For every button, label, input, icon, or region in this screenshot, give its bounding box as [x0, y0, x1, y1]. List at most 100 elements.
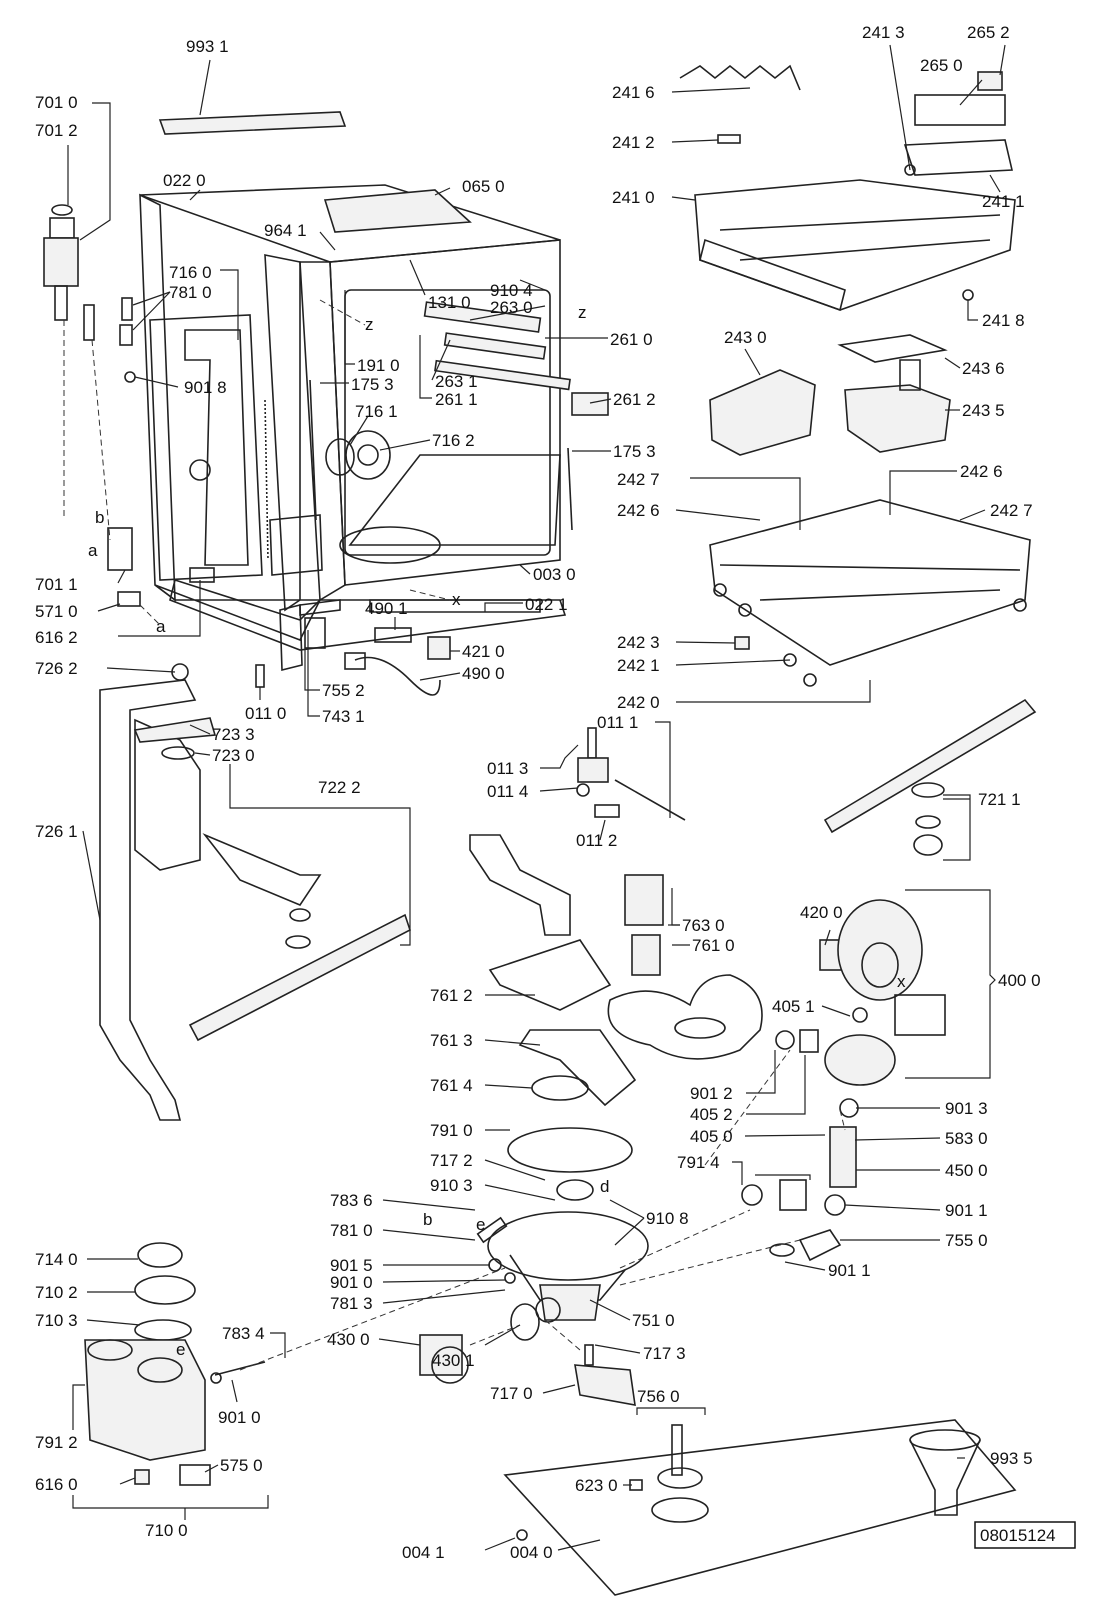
- label-791-2: 791 2: [35, 1433, 78, 1452]
- label-716-2: 716 2: [432, 431, 475, 450]
- label-901-3: 901 3: [945, 1099, 988, 1118]
- label-763-0: 763 0: [682, 916, 725, 935]
- water-conduit-726: [99, 663, 201, 1121]
- letter-x-1: x: [452, 590, 461, 609]
- label-721-1: 721 1: [978, 790, 1021, 809]
- label-710-0: 710 0: [145, 1521, 188, 1540]
- label-761-3: 761 3: [430, 1031, 473, 1050]
- label-901-8: 901 8: [184, 378, 227, 397]
- letter-a-1: a: [88, 541, 98, 560]
- label-241-8: 241 8: [982, 311, 1025, 330]
- label-717-3: 717 3: [643, 1344, 686, 1363]
- door-spring-bracket: [576, 727, 686, 821]
- label-011-3: 011 3: [487, 759, 528, 778]
- label-716-1: 716 1: [355, 402, 398, 421]
- label-004-0: 004 0: [510, 1543, 553, 1562]
- label-022-1: 022 1: [525, 595, 568, 614]
- heater-and-sensor: [419, 1303, 636, 1406]
- label-241-3: 241 3: [862, 23, 905, 42]
- cutlery-basket-243: [709, 334, 951, 456]
- label-242-1: 242 1: [617, 656, 660, 675]
- circulation-pump: [741, 899, 946, 1262]
- leader-lines: [67, 44, 1006, 1551]
- label-723-0: 723 0: [212, 746, 255, 765]
- label-263-0: 263 0: [490, 298, 533, 317]
- label-710-3: 710 3: [35, 1311, 78, 1330]
- label-701-2: 701 2: [35, 121, 78, 140]
- label-701-0: 701 0: [35, 93, 78, 112]
- label-993-1: 993 1: [186, 37, 229, 56]
- label-901-1-a: 901 1: [945, 1201, 988, 1220]
- upper-basket: [679, 64, 1016, 312]
- letter-b-1: b: [95, 508, 104, 527]
- label-993-5: 993 5: [990, 1449, 1033, 1468]
- label-575-0: 575 0: [220, 1456, 263, 1475]
- air-break-fittings: [83, 297, 136, 383]
- label-011-2: 011 2: [576, 831, 617, 850]
- label-616-0: 616 0: [35, 1475, 78, 1494]
- label-743-1: 743 1: [322, 707, 365, 726]
- label-761-0: 761 0: [692, 936, 735, 955]
- lower-spray-arm: [823, 698, 1037, 856]
- label-261-2: 261 2: [613, 390, 656, 409]
- label-761-4: 761 4: [430, 1076, 473, 1095]
- label-265-0: 265 0: [920, 56, 963, 75]
- label-241-6: 241 6: [612, 83, 655, 102]
- letter-b-2: b: [423, 1210, 432, 1229]
- label-420-0: 420 0: [800, 903, 843, 922]
- label-901-0-a: 901 0: [330, 1273, 373, 1292]
- label-450-0: 450 0: [945, 1161, 988, 1180]
- part-labels: 993 1 701 0 701 2 022 0 065 0 964 1 716 …: [35, 23, 1041, 1562]
- label-131-0: 131 0: [428, 293, 471, 312]
- letter-a-2: a: [156, 617, 166, 636]
- label-726-1: 726 1: [35, 822, 78, 841]
- assembly-lines: [63, 299, 846, 1371]
- label-421-0: 421 0: [462, 642, 505, 661]
- sump-assembly: [476, 1179, 649, 1323]
- label-751-0: 751 0: [632, 1311, 675, 1330]
- label-623-0: 623 0: [575, 1476, 618, 1495]
- label-901-1-b: 901 1: [828, 1261, 871, 1280]
- label-756-0: 756 0: [637, 1387, 680, 1406]
- label-243-5: 243 5: [962, 401, 1005, 420]
- label-583-0: 583 0: [945, 1129, 988, 1148]
- salt-funnel: [909, 1429, 981, 1516]
- lower-basket: [709, 499, 1031, 687]
- label-781-0-a: 781 0: [169, 283, 212, 302]
- drawing-layer: [43, 44, 1037, 1596]
- letter-d-1: d: [600, 1177, 609, 1196]
- base-plate: [503, 1419, 1017, 1596]
- label-265-2: 265 2: [967, 23, 1010, 42]
- label-191-0: 191 0: [357, 356, 400, 375]
- label-241-0: 241 0: [612, 188, 655, 207]
- label-430-0: 430 0: [327, 1330, 370, 1349]
- filter-assembly: [469, 834, 763, 1173]
- label-242-7-b: 242 7: [990, 501, 1033, 520]
- letter-z-1: z: [365, 315, 374, 334]
- label-910-3: 910 3: [430, 1176, 473, 1195]
- label-263-1: 263 1: [435, 372, 478, 391]
- label-405-0: 405 0: [690, 1127, 733, 1146]
- label-717-2: 717 2: [430, 1151, 473, 1170]
- label-901-2: 901 2: [690, 1084, 733, 1103]
- label-714-0: 714 0: [35, 1250, 78, 1269]
- label-242-6-b: 242 6: [617, 501, 660, 520]
- label-717-0: 717 0: [490, 1384, 533, 1403]
- label-175-3-b: 175 3: [613, 442, 656, 461]
- label-261-0: 261 0: [610, 330, 653, 349]
- label-242-6-a: 242 6: [960, 462, 1003, 481]
- label-405-2: 405 2: [690, 1105, 733, 1124]
- label-723-3: 723 3: [212, 725, 255, 744]
- label-755-0: 755 0: [945, 1231, 988, 1250]
- upper-spray-arm-assembly: [133, 717, 411, 1042]
- label-901-0-b: 901 0: [218, 1408, 261, 1427]
- label-910-4: 910 4: [490, 281, 533, 300]
- label-004-1: 004 1: [402, 1543, 445, 1562]
- label-011-0: 011 0: [245, 704, 286, 723]
- label-571-0: 571 0: [35, 602, 78, 621]
- label-722-2: 722 2: [318, 778, 361, 797]
- label-964-1: 964 1: [264, 221, 307, 240]
- label-781-3: 781 3: [330, 1294, 373, 1313]
- water-softener: [84, 1242, 266, 1486]
